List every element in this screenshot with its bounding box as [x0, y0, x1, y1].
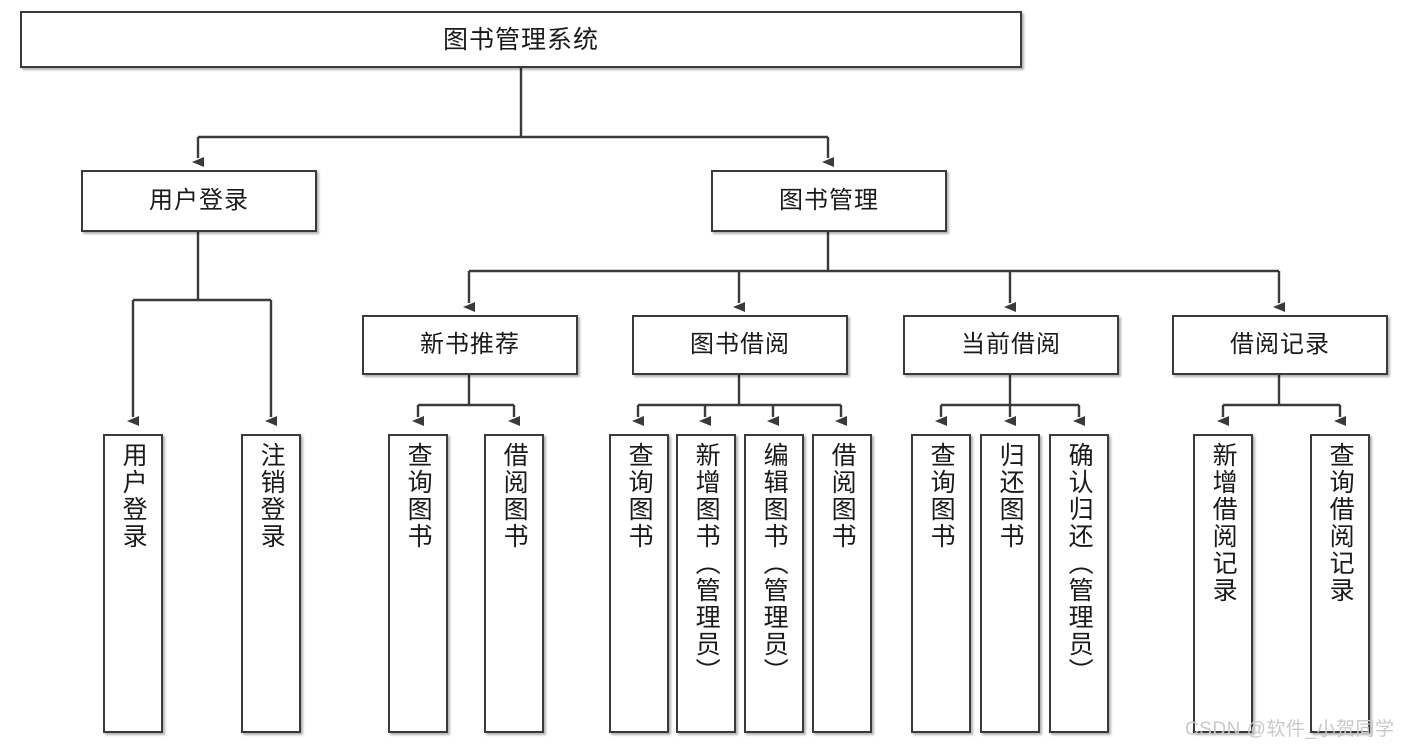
node-label: 当前借阅 — [961, 330, 1061, 358]
node-leaf-add-book[interactable]: 新增图书（管理员） — [676, 434, 736, 733]
node-leaf-query-book-1[interactable]: 查询图书 — [388, 434, 448, 733]
node-label: 图书管理系统 — [442, 25, 599, 54]
node-label: 图书借阅 — [690, 330, 790, 358]
node-label: 新书推荐 — [420, 330, 520, 358]
node-current-borrow[interactable]: 当前借阅 — [903, 315, 1119, 375]
node-label: 归还图书 — [996, 442, 1025, 550]
node-borrow-record[interactable]: 借阅记录 — [1172, 315, 1388, 375]
node-label: 新增图书（管理员） — [692, 442, 721, 685]
node-new-book-recommend[interactable]: 新书推荐 — [362, 315, 578, 375]
csdn-watermark: CSDN @软件_小贺同学 — [1185, 719, 1395, 740]
node-leaf-user-login[interactable]: 用户登录 — [103, 434, 163, 733]
node-leaf-edit-book[interactable]: 编辑图书（管理员） — [744, 434, 804, 733]
node-leaf-query-book-2[interactable]: 查询图书 — [609, 434, 669, 733]
node-leaf-logout-login[interactable]: 注销登录 — [241, 434, 301, 733]
node-label: 借阅图书 — [500, 442, 529, 550]
node-label: 查询图书 — [927, 442, 956, 550]
node-label: 查询图书 — [404, 442, 433, 550]
node-label: 查询图书 — [625, 442, 654, 550]
node-label: 借阅图书 — [828, 442, 857, 550]
node-label: 用户登录 — [119, 442, 148, 550]
node-leaf-borrow-book-1[interactable]: 借阅图书 — [484, 434, 544, 733]
node-label: 确认归还（管理员） — [1065, 442, 1094, 685]
node-leaf-query-record[interactable]: 查询借阅记录 — [1310, 434, 1370, 733]
node-user-login[interactable]: 用户登录 — [81, 170, 317, 232]
node-leaf-add-record[interactable]: 新增借阅记录 — [1193, 434, 1253, 733]
node-label: 用户登录 — [149, 186, 249, 214]
node-root-system[interactable]: 图书管理系统 — [20, 11, 1022, 68]
node-label: 注销登录 — [257, 442, 286, 550]
node-leaf-query-book-3[interactable]: 查询图书 — [911, 434, 971, 733]
node-leaf-borrow-book-2[interactable]: 借阅图书 — [812, 434, 872, 733]
node-leaf-return-book[interactable]: 归还图书 — [980, 434, 1040, 733]
node-book-borrow[interactable]: 图书借阅 — [632, 315, 848, 375]
node-label: 借阅记录 — [1230, 330, 1330, 358]
node-leaf-confirm-return[interactable]: 确认归还（管理员） — [1049, 434, 1109, 733]
node-label: 新增借阅记录 — [1209, 442, 1238, 604]
node-book-management[interactable]: 图书管理 — [711, 170, 947, 232]
node-label: 图书管理 — [779, 186, 879, 214]
node-label: 查询借阅记录 — [1326, 442, 1355, 604]
node-label: 编辑图书（管理员） — [760, 442, 789, 685]
